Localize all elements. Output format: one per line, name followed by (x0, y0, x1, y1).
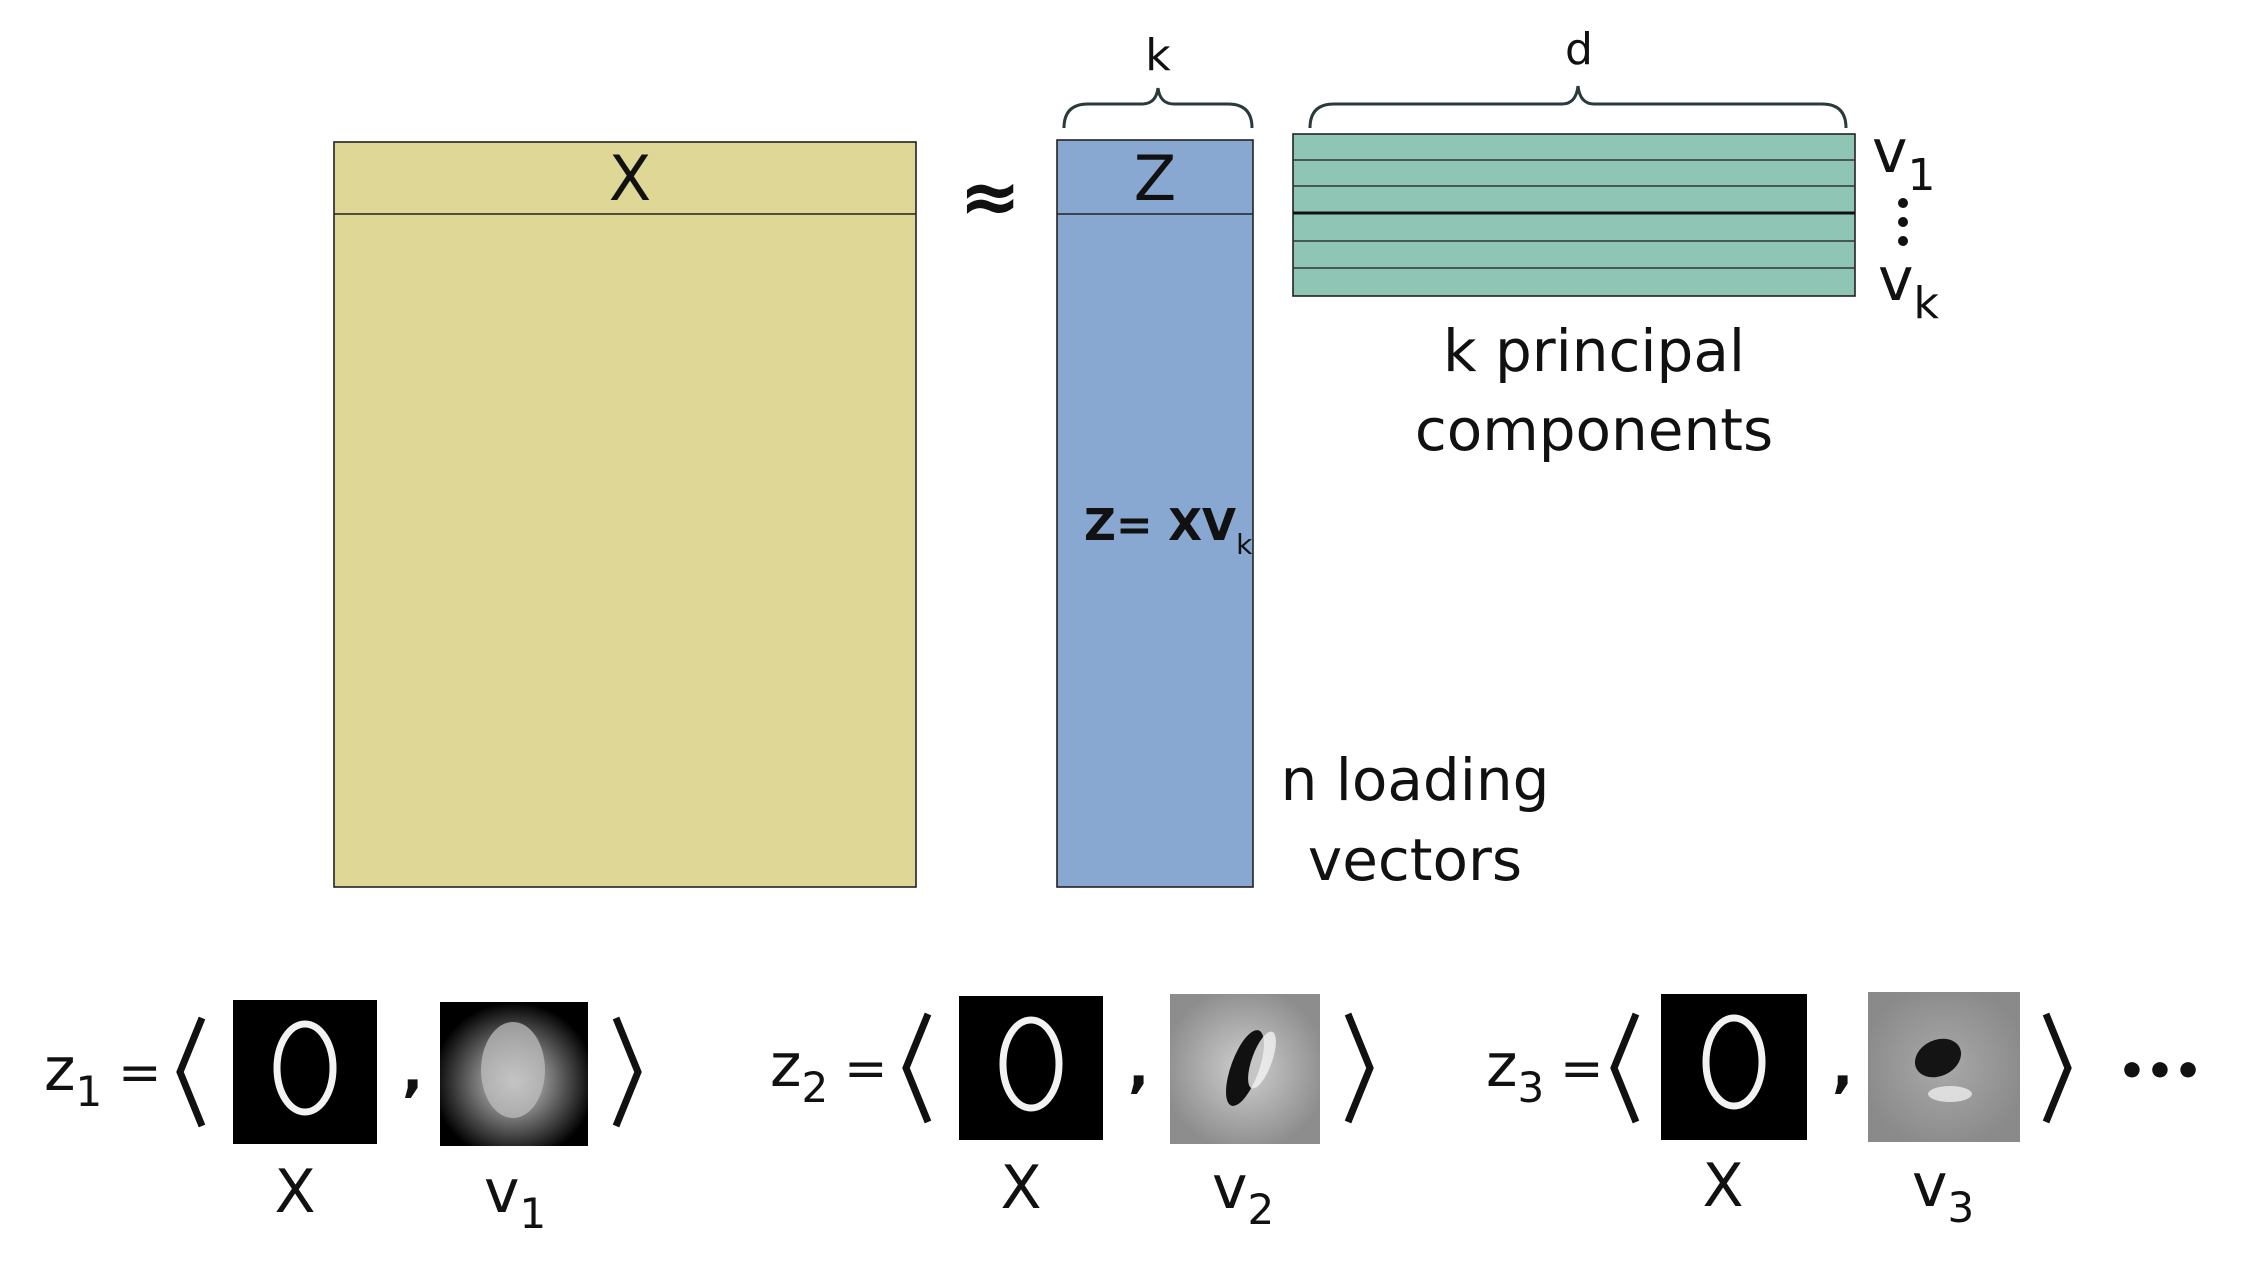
brace-k-label: k (1145, 30, 1171, 81)
ellipsis: ••• (2118, 1046, 2202, 1097)
projection-1: z1 = , X v1 (44, 1000, 642, 1238)
vdot-3 (1898, 236, 1908, 246)
components-caption-line1: k principal (1443, 317, 1745, 385)
projection-1-v-blob (481, 1022, 545, 1118)
projection-1-x-label: X (274, 1157, 315, 1227)
projection-2-right-angle (1344, 1012, 1374, 1124)
projection-3-lhs: z3 (1486, 1031, 1544, 1112)
matrix-x-label: X (609, 142, 651, 215)
projection-3-right-angle (2042, 1012, 2072, 1124)
projection-2-lhs: z2 (770, 1031, 828, 1112)
matrix-z-label: Z (1134, 142, 1176, 215)
projection-2-comma: , (1128, 1035, 1149, 1100)
projection-2-v-label: v2 (1212, 1153, 1274, 1234)
v-top-label: v1 (1872, 117, 1936, 201)
matrix-x-body (333, 141, 917, 888)
approx-symbol: ≈ (959, 154, 1021, 240)
projection-2-v-blob (1226, 1030, 1264, 1106)
projection-2-eq: = (844, 1039, 888, 1099)
components-caption-line2: components (1415, 396, 1773, 464)
vdot-2 (1898, 217, 1908, 227)
loading-caption-line2: vectors (1308, 826, 1522, 894)
projection-3: z3 = , X v3 (1486, 992, 2072, 1232)
projection-2-digit-zero (999, 1016, 1063, 1112)
components-matrix (1292, 133, 1856, 297)
v-bottom-label: vk (1878, 245, 1940, 329)
projection-1-comma: , (402, 1039, 423, 1104)
projection-2-x-label: X (1000, 1153, 1041, 1223)
projection-1-right-angle (612, 1016, 642, 1128)
projection-3-x-label: X (1702, 1151, 1743, 1221)
projection-1-lhs: z1 (44, 1035, 102, 1116)
projection-1-left-angle (176, 1016, 206, 1128)
projection-2: z2 = , X v2 (770, 994, 1374, 1234)
projection-2-left-angle (902, 1012, 932, 1124)
projection-3-left-angle (1610, 1012, 1640, 1124)
projection-3-v-blob (1914, 1038, 1962, 1078)
projection-3-digit-zero (1702, 1014, 1766, 1110)
projection-3-eq: = (1560, 1039, 1604, 1099)
projection-3-v-highlight (1928, 1086, 1972, 1102)
projection-2-v-highlight (1248, 1031, 1276, 1089)
vdot-1 (1898, 198, 1908, 208)
projection-1-digit-zero (273, 1020, 337, 1116)
brace-d (1308, 85, 1848, 129)
brace-d-label: d (1565, 24, 1593, 75)
projection-1-eq: = (118, 1043, 162, 1103)
brace-k (1062, 87, 1254, 129)
matrix-z-body (1056, 139, 1254, 888)
z-formula: Z= XVk (1084, 500, 1253, 561)
projection-3-comma: , (1832, 1035, 1853, 1100)
projection-1-v-label: v1 (484, 1157, 546, 1238)
loading-caption-line1: n loading (1281, 746, 1550, 814)
projection-3-v-label: v3 (1912, 1151, 1974, 1232)
